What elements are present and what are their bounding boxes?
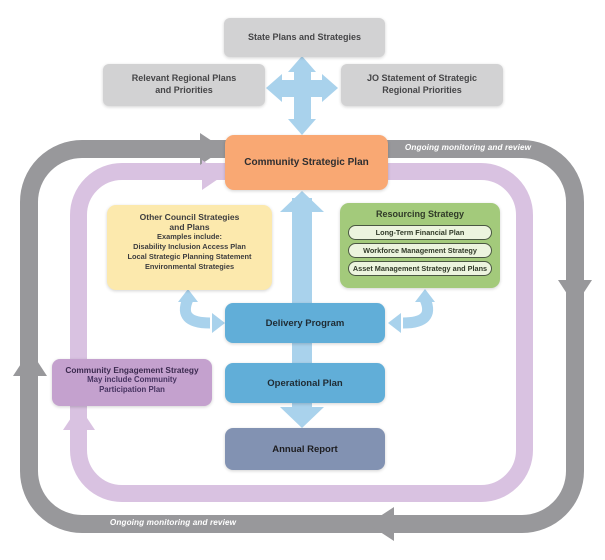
delivery-program-box: Delivery Program [225, 303, 385, 343]
other-council-item: Local Strategic Planning Statement [127, 252, 252, 262]
jo-statement-line2: Regional Priorities [382, 85, 462, 95]
regional-plans-line1: Relevant Regional Plans [131, 73, 237, 84]
resourcing-item-pill: Workforce Management Strategy [348, 243, 492, 258]
community-engagement-title: Community Engagement Strategy [65, 365, 199, 375]
resourcing-strategy-box: Resourcing Strategy Long-Term Financial … [340, 203, 500, 288]
four-way-arrow-stem-horizontal [279, 80, 325, 97]
resourcing-item-label: Long-Term Financial Plan [375, 228, 465, 237]
other-council-title-line1: Other Council Strategies [139, 212, 240, 222]
jo-statement-box: JO Statement of Strategic Regional Prior… [341, 64, 503, 106]
csp-delivery-connector [292, 198, 312, 305]
state-plans-label: State Plans and Strategies [247, 31, 362, 42]
ongoing-monitoring-label-top: Ongoing monitoring and review [404, 143, 532, 152]
four-way-arrow-up-icon [288, 56, 316, 72]
resourcing-item-label: Workforce Management Strategy [363, 246, 477, 255]
regional-plans-box: Relevant Regional Plans and Priorities [103, 64, 265, 106]
other-council-item: Environmental Strategies [144, 262, 235, 272]
other-council-subtitle: Examples include: [157, 232, 222, 242]
arrow-up-into-csp-icon [280, 191, 324, 212]
resourcing-item-pill: Asset Management Strategy and Plans [348, 261, 492, 276]
four-way-arrow-left-icon [266, 74, 282, 102]
purple-arrowhead-into-csp-icon [202, 160, 224, 190]
state-plans-box: State Plans and Strategies [224, 18, 385, 57]
community-strategic-plan-box: Community Strategic Plan [225, 135, 388, 190]
curved-arrow-right-icon [388, 289, 435, 333]
other-council-item: Disability Inclusion Access Plan [133, 242, 246, 252]
arrow-down-into-annual-report-icon [280, 407, 324, 428]
delivery-program-label: Delivery Program [265, 317, 345, 329]
other-council-strategies-box: Other Council Strategies and Plans Examp… [107, 205, 272, 290]
community-strategic-plan-label: Community Strategic Plan [244, 157, 369, 168]
gray-arrowhead-into-csp-icon [200, 133, 224, 165]
gray-arrowhead-down-right-icon [558, 280, 592, 306]
resourcing-item-label: Asset Management Strategy and Plans [352, 264, 488, 273]
jo-statement-line1: JO Statement of Strategic [366, 73, 478, 84]
annual-report-label: Annual Report [272, 443, 338, 455]
resourcing-strategy-title: Resourcing Strategy [375, 209, 465, 219]
gray-arrowhead-up-left-icon [13, 350, 47, 376]
operational-plan-label: Operational Plan [267, 377, 343, 389]
annual-report-box: Annual Report [225, 428, 385, 470]
purple-arrowhead-into-ces-icon [63, 406, 95, 430]
operational-plan-box: Operational Plan [225, 363, 385, 403]
four-way-arrow-right-icon [322, 74, 338, 102]
curved-arrow-left-icon [178, 289, 225, 333]
four-way-arrow-down-icon [288, 119, 316, 135]
resourcing-item-pill: Long-Term Financial Plan [348, 225, 492, 240]
community-engagement-strategy-box: Community Engagement Strategy May includ… [52, 359, 212, 406]
operational-annual-connector [292, 401, 312, 411]
other-council-title-line2: and Plans [169, 222, 210, 233]
monitoring-loop-gray [20, 140, 584, 533]
community-engagement-subtitle-line1: May include Community [87, 375, 177, 384]
delivery-operational-connector [292, 341, 312, 365]
ongoing-monitoring-label-bottom: Ongoing monitoring and review [109, 518, 237, 527]
community-engagement-subtitle-line2: Participation Plan [99, 385, 165, 395]
gray-arrowhead-left-bottom-icon [368, 507, 394, 541]
regional-plans-line2: and Priorities [155, 85, 213, 95]
